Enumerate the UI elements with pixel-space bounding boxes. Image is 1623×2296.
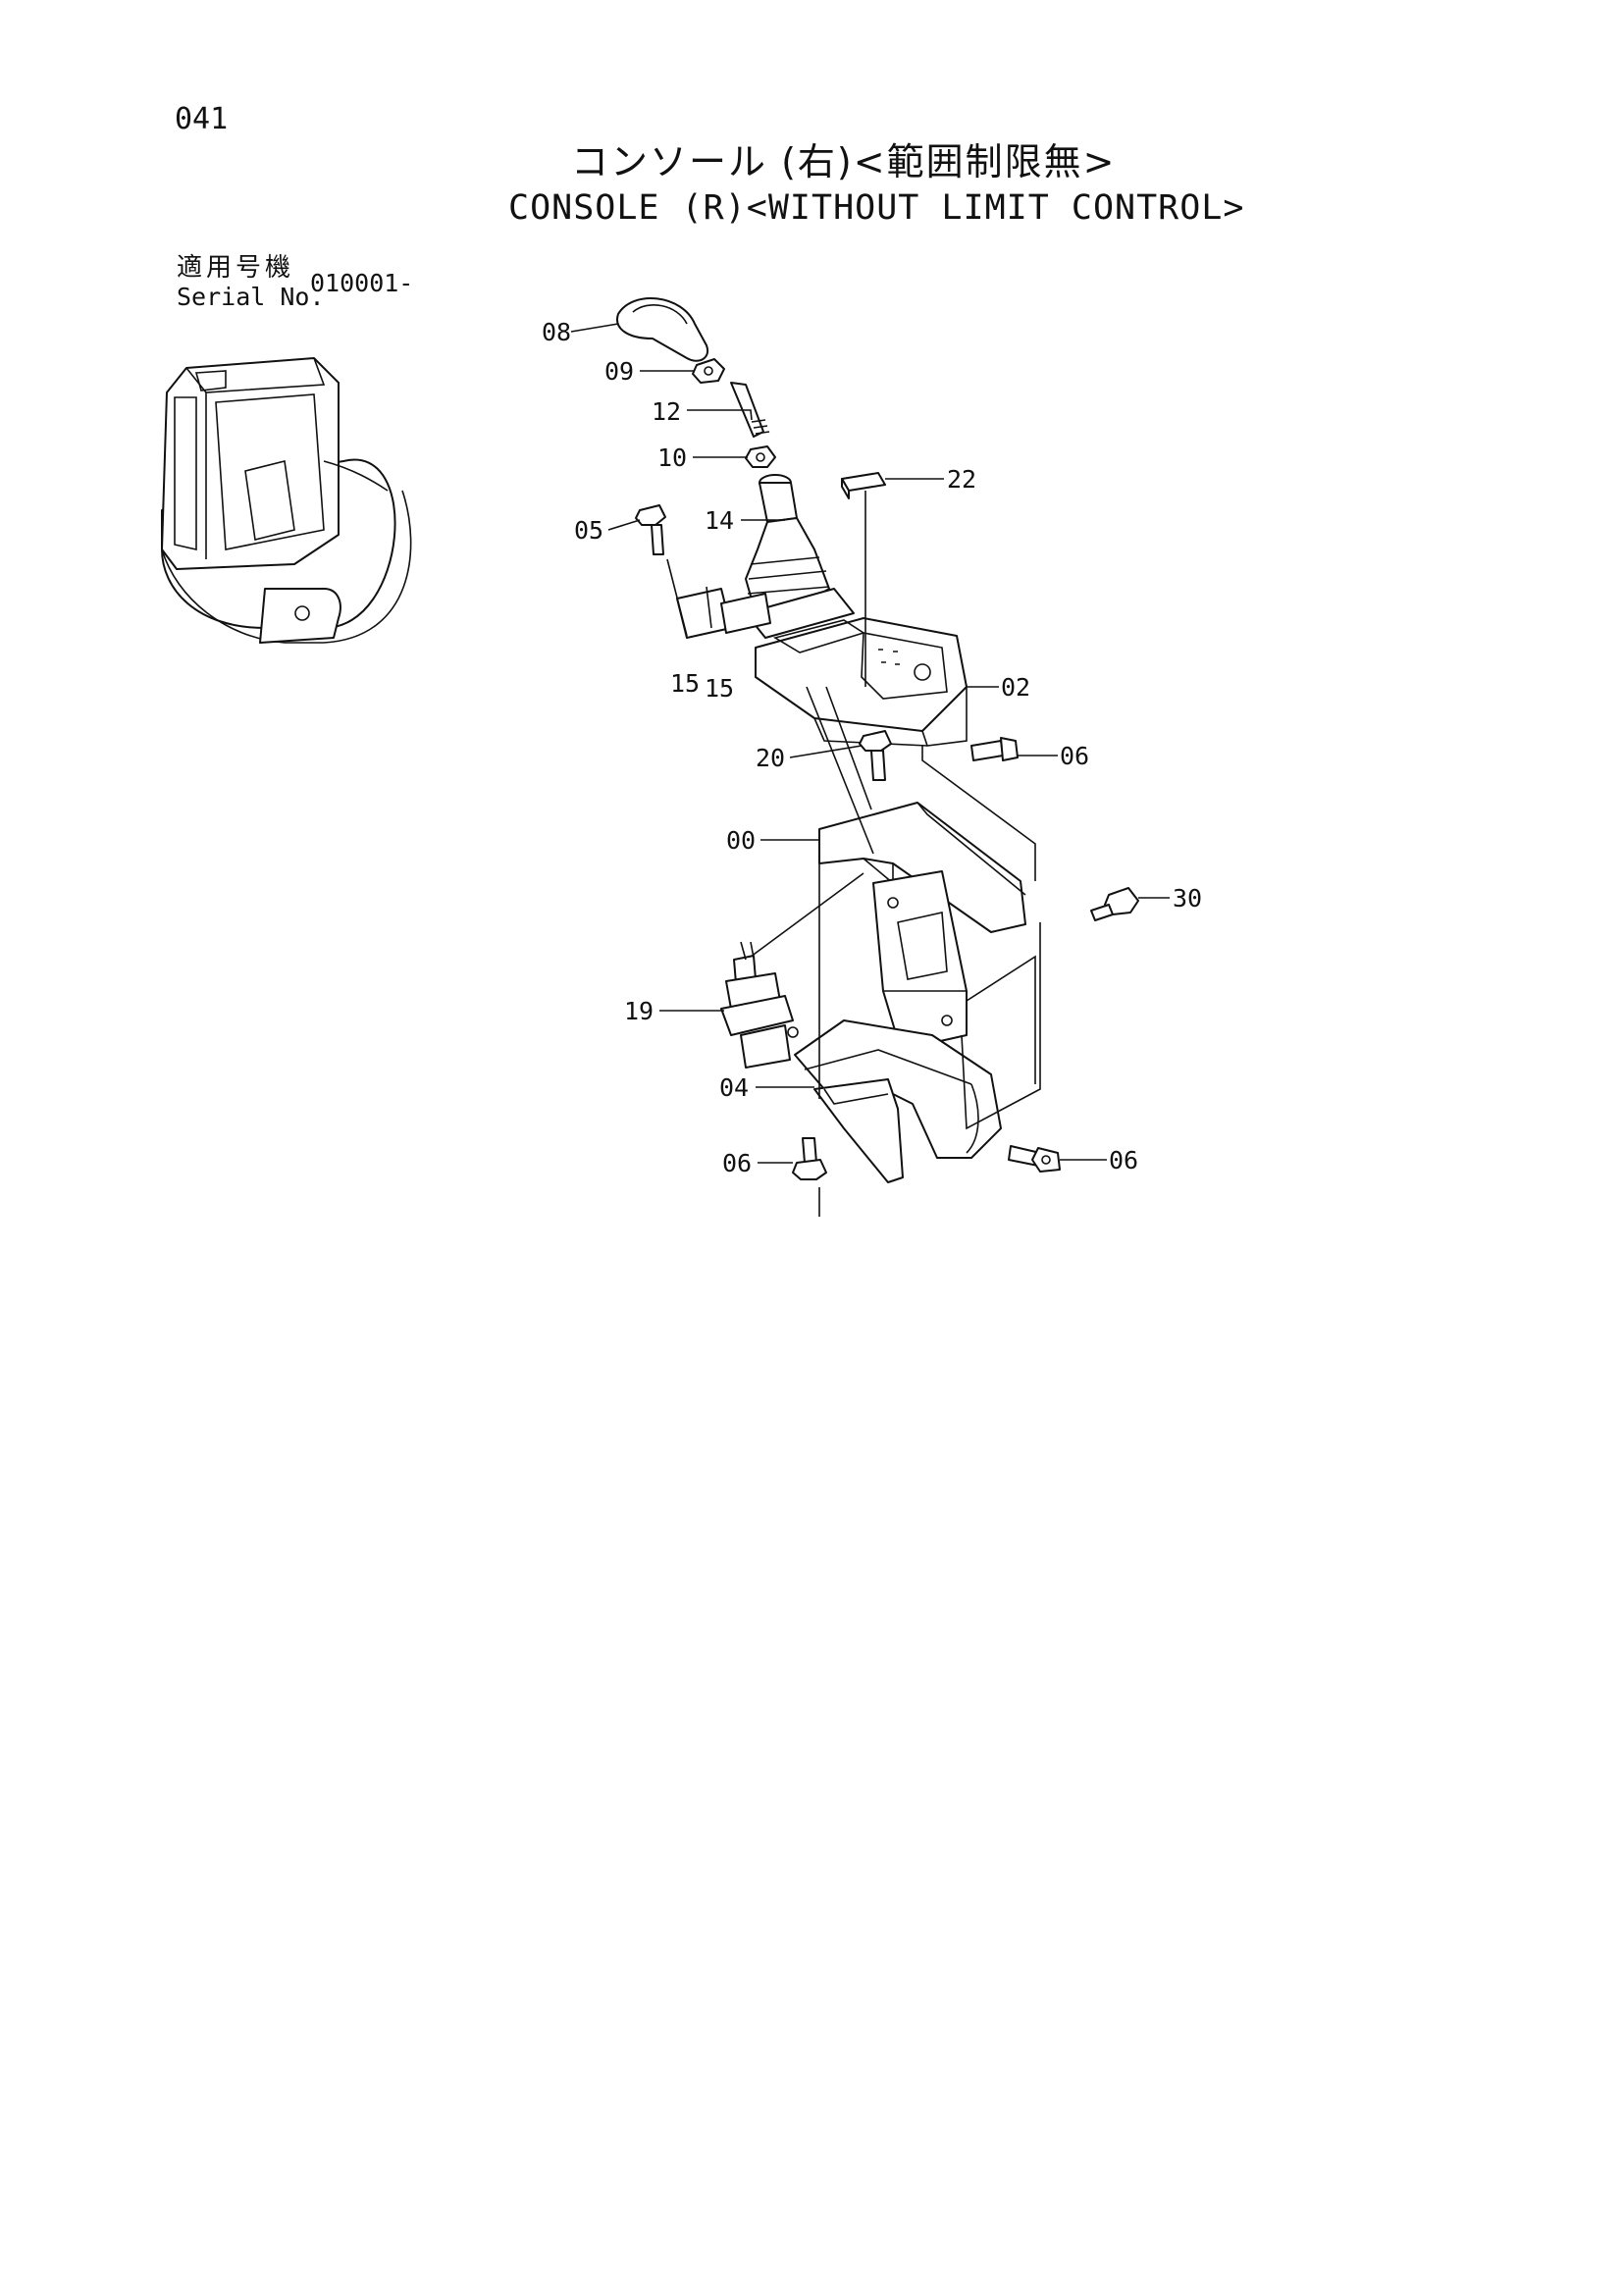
bolt-part-30 <box>1090 887 1139 921</box>
callout-12: 12 <box>652 397 681 426</box>
callout-19: 19 <box>624 997 654 1025</box>
callout-02: 02 <box>1001 673 1030 702</box>
callout-10: 10 <box>657 444 687 472</box>
bolt-part-06-a <box>970 737 1019 761</box>
callout-04: 04 <box>719 1073 749 1102</box>
bracket-part-15 <box>666 558 771 639</box>
callout-08: 08 <box>542 318 571 346</box>
callout-14: 14 <box>705 506 734 535</box>
callout-15-a: 15 <box>670 669 700 698</box>
title-japanese: コンソール (右)<範囲制限無> <box>571 140 1117 183</box>
upper-console-part-02 <box>755 617 968 747</box>
serial-label-japanese: 適用号機 <box>177 253 295 283</box>
callout-06-c: 06 <box>1109 1146 1138 1174</box>
callout-00: 00 <box>726 826 756 855</box>
callout-15-b: 15 <box>705 674 734 703</box>
callout-22: 22 <box>947 465 976 494</box>
lever-boot-part-14 <box>745 474 855 639</box>
bolt-part-20 <box>859 730 892 781</box>
callout-09: 09 <box>604 357 634 386</box>
cover-part-22 <box>841 472 886 499</box>
serial-number-value: 010001- <box>310 269 414 297</box>
bolt-part-06-b <box>792 1137 827 1180</box>
switch-assembly-part-19 <box>720 941 799 1069</box>
bolt-part-06-c <box>1008 1145 1061 1173</box>
callout-06-b: 06 <box>722 1149 752 1177</box>
bolt-part-05 <box>635 504 666 555</box>
callout-20: 20 <box>756 744 785 772</box>
callout-05: 05 <box>574 516 603 545</box>
nut-part-09 <box>692 358 725 384</box>
nut-part-10 <box>745 445 776 468</box>
serial-label-english: Serial No. <box>177 283 325 311</box>
page-number: 041 <box>175 102 229 136</box>
title-english: CONSOLE (R)<WITHOUT LIMIT CONTROL> <box>508 188 1245 228</box>
assembly-guide-lines <box>750 491 1041 1217</box>
console-frame-part-00 <box>818 802 1026 1051</box>
callout-06-a: 06 <box>1060 742 1089 770</box>
callout-30: 30 <box>1173 884 1202 913</box>
callout-labels: 08 09 12 10 22 05 14 15 15 02 06 20 00 3… <box>542 318 1202 1177</box>
cab-overview-illustration <box>161 357 412 644</box>
lower-console-cover-part-04 <box>794 1019 1002 1183</box>
knob-part-08 <box>616 297 709 362</box>
